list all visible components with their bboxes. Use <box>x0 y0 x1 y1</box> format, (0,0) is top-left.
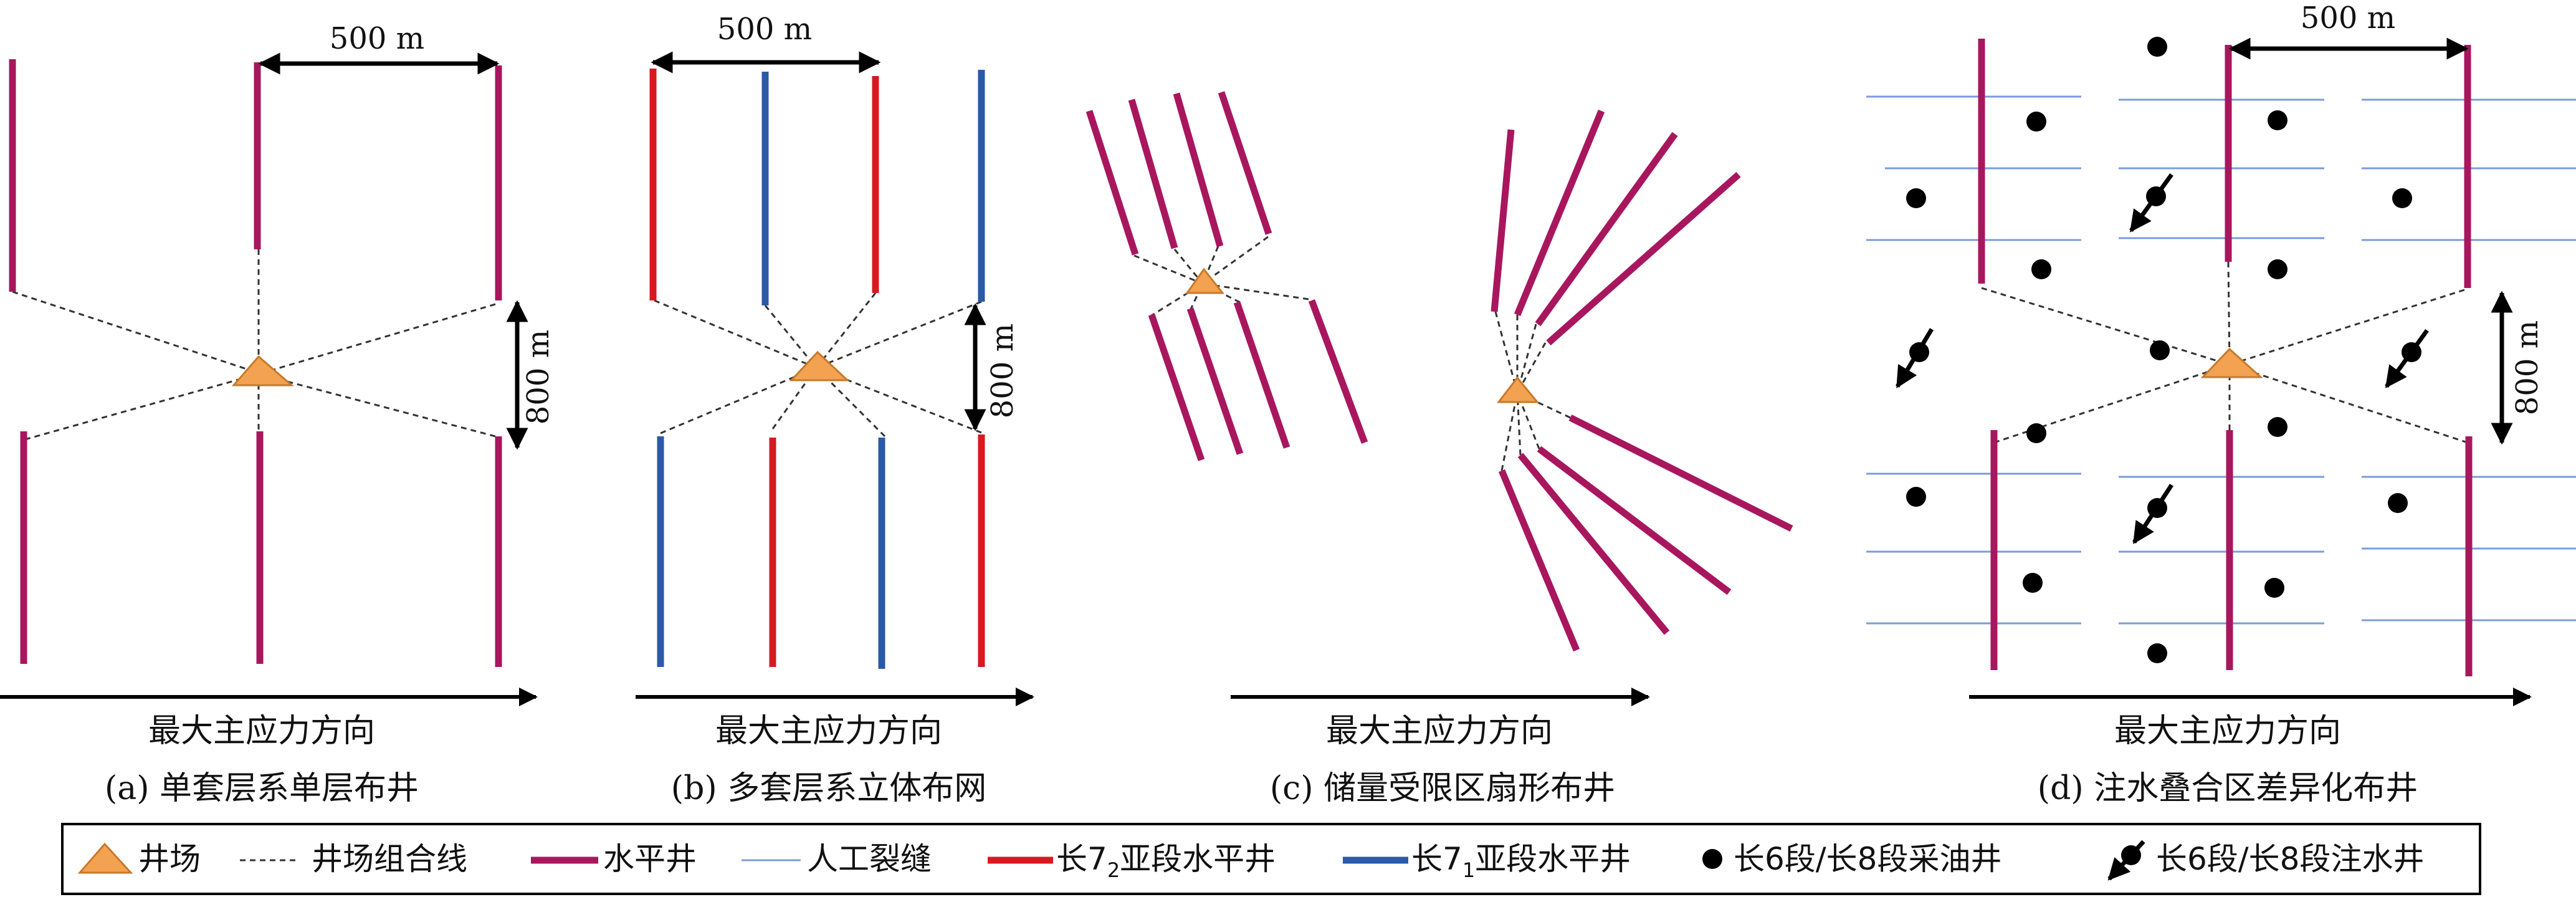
legend-box <box>61 823 2481 895</box>
legend-red-well-sub: 2 <box>1107 858 1120 882</box>
well-pad-a <box>231 355 295 386</box>
combo-lines-a <box>12 249 496 441</box>
panel-b: 500 m 800 m 最大主应力方向 (b) 多套层系立体布网 <box>636 12 1034 807</box>
axis-label-d: 最大主应力方向 <box>2114 712 2341 750</box>
legend-producer-icon <box>1702 849 1722 869</box>
dim-label-v-a: 800 m <box>521 330 556 425</box>
caption-a: (a) 单套层系单层布井 <box>105 770 419 807</box>
panel-a: 500 m 800 m 最大主应力方向 (a) 单套层系单层布井 <box>0 21 556 807</box>
legend-injector-label: 长6段/长8段注水井 <box>2156 841 2424 877</box>
caption-d: (d) 注水叠合区差异化布井 <box>2038 770 2418 807</box>
legend-fracture-label: 人工裂缝 <box>807 841 932 877</box>
legend-combo-line-label: 井场组合线 <box>312 841 467 877</box>
combo-lines-d <box>1981 261 2468 444</box>
well-pad-c-right <box>1496 376 1540 403</box>
injectors-d <box>1895 173 2429 544</box>
legend-injector-icon <box>2107 840 2145 881</box>
axis-label-c: 最大主应力方向 <box>1326 712 1553 750</box>
combo-lines-c-left <box>1133 236 1309 318</box>
well-pad-c-left <box>1185 267 1225 294</box>
axis-label-a: 最大主应力方向 <box>148 712 375 750</box>
wells-c-left <box>1085 91 1368 461</box>
legend-blue-well-pre: 长7 <box>1411 841 1462 877</box>
legend-producer-label: 长6段/长8段采油井 <box>1734 841 2001 877</box>
caption-b: (b) 多套层系立体布网 <box>671 770 986 807</box>
axis-label-b: 最大主应力方向 <box>715 712 942 750</box>
legend-blue-well-label: 长71亚段水平井 <box>1411 841 1631 882</box>
legend-pad-label: 井场 <box>138 841 201 877</box>
legend-horizontal-well-label: 水平井 <box>603 841 697 877</box>
legend-red-well-pre: 长7 <box>1056 841 1107 877</box>
legend-blue-well-post: 亚段水平井 <box>1475 841 1631 877</box>
panel-c: 最大主应力方向 (c) 储量受限区扇形布井 <box>1085 91 1793 807</box>
well-pad-b <box>789 350 850 381</box>
wells-c-right <box>1491 109 1793 652</box>
horizontal-wells-d <box>1978 39 2473 676</box>
legend: 井场 井场组合线 水平井 人工裂缝 长72亚段水平井 长71亚段水平井 长6段/… <box>61 823 2481 895</box>
horizontal-wells-a <box>9 59 502 667</box>
dim-label-v-b: 800 m <box>985 324 1020 418</box>
dim-label-h-a: 500 m <box>330 21 424 56</box>
well-pad-d <box>2200 347 2263 378</box>
dim-label-v-d: 800 m <box>2510 320 2545 415</box>
legend-pad-icon <box>77 842 133 874</box>
legend-red-well-label: 长72亚段水平井 <box>1056 841 1276 882</box>
wells-b <box>649 69 985 669</box>
legend-blue-well-sub: 1 <box>1462 858 1475 882</box>
producers-d <box>1906 37 2412 663</box>
dim-label-h-b: 500 m <box>717 12 812 47</box>
legend-red-well-post: 亚段水平井 <box>1120 841 1276 877</box>
panel-d: 500 m 800 m 最大主应力方向 (d) 注水叠合区差异化布井 <box>1866 1 2576 807</box>
caption-c: (c) 储量受限区扇形布井 <box>1270 770 1615 807</box>
dim-label-h-d: 500 m <box>2301 1 2395 36</box>
